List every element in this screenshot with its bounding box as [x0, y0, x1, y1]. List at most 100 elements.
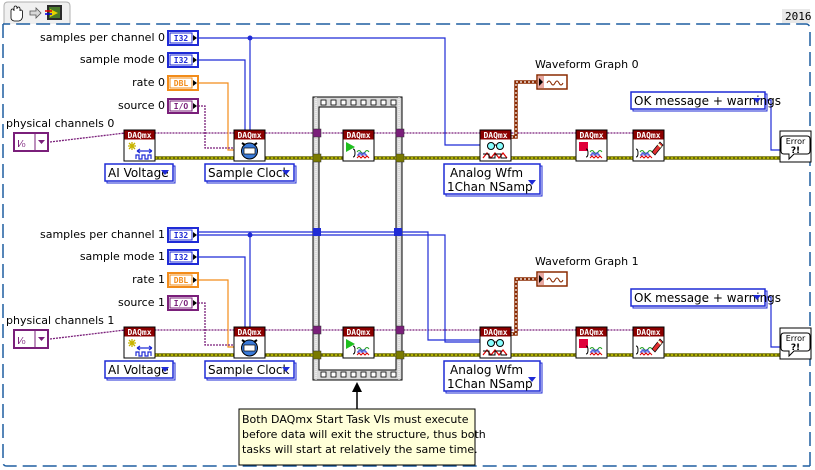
timing-ring-0[interactable]: Sample Clock [204, 163, 297, 184]
tunnel [312, 350, 322, 360]
timing-icon [241, 142, 258, 160]
daqmx-stop-task-1[interactable]: DAQmx [575, 326, 608, 359]
clear-icon [635, 141, 664, 159]
timing-ring-1-value: Sample Clock [208, 363, 289, 377]
chevron-down-icon[interactable] [753, 295, 761, 300]
daqmx-start-task-0[interactable]: DAQmx [342, 129, 375, 162]
samples-per-channel-1[interactable]: samples per channel 1 I32 [40, 227, 199, 243]
waveform-wire[interactable] [511, 278, 537, 335]
sample-mode-wire[interactable] [198, 59, 246, 133]
chevron-down-icon[interactable] [753, 98, 761, 103]
rate-0-type: DBL [174, 79, 189, 88]
rate-wire[interactable] [198, 82, 235, 151]
chevron-down-icon[interactable] [528, 377, 536, 382]
simple-error-handler-1[interactable]: Error?! [779, 327, 812, 360]
daqmx-create-channel-1[interactable]: DAQmx [123, 326, 156, 359]
comment-line: Both DAQmx Start Task VIs must execute [242, 413, 469, 426]
samples-per-channel-0-label: samples per channel 0 [40, 31, 165, 44]
physical-channels-0[interactable]: physical channels 0I⁄₀ [6, 117, 114, 152]
tunnel [395, 350, 405, 360]
daqmx-stop-task-0[interactable]: DAQmx [575, 129, 608, 162]
timing-ring-1[interactable]: Sample Clock [204, 360, 297, 381]
error-message-ring-0[interactable]: OK message + warnings [630, 91, 781, 112]
sample-mode-wire[interactable] [198, 256, 246, 330]
chevron-down-icon[interactable] [38, 337, 45, 341]
samples-per-channel-1-label: samples per channel 1 [40, 228, 165, 241]
tunnel [312, 325, 322, 335]
daqmx-header: DAQmx [346, 328, 370, 337]
chevron-down-icon[interactable] [161, 170, 169, 175]
daqmx-read-1[interactable]: DAQmx [479, 326, 512, 359]
samples-per-channel-wire-2[interactable] [198, 231, 480, 341]
daqmx-start-task-1[interactable]: DAQmx [342, 326, 375, 359]
tunnel [395, 153, 405, 163]
tunnel [312, 153, 322, 163]
arrow-icon[interactable] [29, 7, 42, 19]
hand-icon[interactable] [10, 5, 23, 22]
stop-icon [579, 339, 603, 356]
tunnel [395, 128, 405, 138]
source-0-type: I/O [174, 102, 189, 111]
read-ring-1-line1: Analog Wfm [450, 363, 523, 377]
create-channel-ring-1[interactable]: AI Voltage [104, 360, 176, 381]
sample-mode-1-type: I32 [174, 253, 189, 262]
comment-line: tasks will start at relatively the same … [242, 443, 478, 456]
physical-channels-0-label: physical channels 0 [6, 117, 114, 130]
physical-channels-1[interactable]: physical channels 1 I⁄₀ [6, 314, 114, 349]
source-wire[interactable] [198, 105, 235, 149]
error-message-ring-0-value: OK message + warnings [634, 94, 781, 108]
read-ring-1-line2: 1Chan NSamp [447, 377, 533, 391]
source-0-label: source 0 [118, 99, 165, 112]
comment-line: before data will exit the structure, thu… [242, 428, 486, 441]
clear-icon [635, 338, 664, 356]
probe-icon[interactable] [45, 5, 62, 20]
rate-0-label: rate 0 [132, 76, 165, 89]
chevron-down-icon[interactable] [528, 180, 536, 185]
chevron-down-icon[interactable] [282, 170, 290, 175]
chevron-down-icon[interactable] [38, 140, 45, 144]
waveform-graph-0[interactable]: Waveform Graph 0 [535, 58, 639, 90]
stop-icon [579, 142, 603, 159]
io-name-icon: I⁄₀ [17, 336, 26, 347]
daqmx-clear-task-1[interactable]: DAQmx [632, 326, 665, 359]
error-message-ring-1[interactable]: OK message + warnings [630, 288, 781, 309]
daqmx-timing-0[interactable]: DAQmx [233, 129, 266, 162]
samples-per-channel-1-type: I32 [174, 231, 189, 240]
read-icon [482, 142, 508, 159]
samples-per-channel-wire[interactable] [198, 234, 480, 343]
daqmx-create-channel-0[interactable]: DAQmx [123, 129, 156, 162]
samples-per-channel-wire[interactable] [198, 37, 480, 146]
rate-1-type: DBL [174, 276, 189, 285]
rate-0[interactable]: rate 0 DBL [132, 75, 199, 91]
physical-channels-1-label: physical channels 1 [6, 314, 114, 327]
read-ring-0-line2: 1Chan NSamp [447, 180, 533, 194]
daqmx-read-0[interactable]: DAQmx [479, 129, 512, 162]
comment-note: Both DAQmx Start Task VIs must execute be… [238, 382, 486, 466]
daqmx-timing-1[interactable]: DAQmx [233, 326, 266, 359]
chevron-down-icon[interactable] [161, 367, 169, 372]
source-0[interactable]: source 0 I/O [118, 98, 199, 114]
waveform-wire-outline [511, 80, 537, 139]
daqmx-clear-task-0[interactable]: DAQmx [632, 129, 665, 162]
svg-text:?!: ?! [791, 146, 800, 156]
chevron-down-icon[interactable] [282, 367, 290, 372]
error-ring-wire[interactable] [765, 99, 780, 151]
source-wire[interactable] [198, 302, 235, 346]
waveform-wire[interactable] [511, 81, 537, 138]
create-channel-ring-1-value: AI Voltage [108, 363, 169, 377]
create-channel-ring-0[interactable]: AI Voltage [104, 163, 176, 184]
create-channel-ring-0-value: AI Voltage [108, 166, 169, 180]
waveform-graph-1[interactable]: Waveform Graph 1 [535, 255, 639, 287]
simple-error-handler-0[interactable]: Error?! [779, 130, 812, 163]
rate-wire[interactable] [198, 279, 235, 348]
error-ring-wire[interactable] [765, 296, 780, 348]
speech-bubble-icon [780, 332, 811, 358]
arrow-up-icon [352, 382, 362, 392]
